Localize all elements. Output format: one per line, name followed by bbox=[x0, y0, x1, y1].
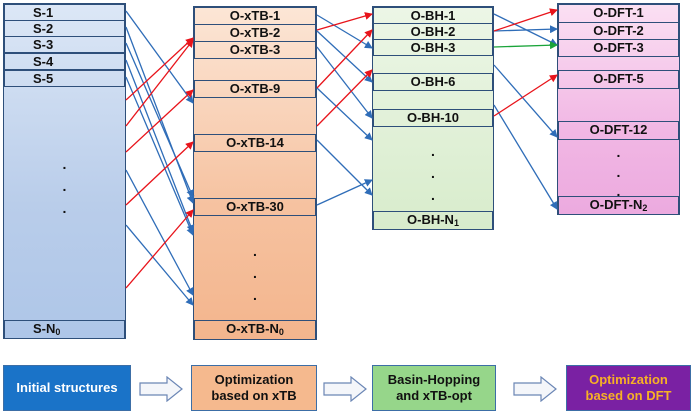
arrow-blue bbox=[316, 46, 373, 119]
structure-last: S-N0 bbox=[4, 320, 125, 339]
arrow-red bbox=[493, 74, 558, 117]
basin-hopping-column: O-BH-1 O-BH-2 O-BH-3 O-BH-6 O-BH-10 . . … bbox=[372, 6, 494, 230]
dft-3: O-DFT-3 bbox=[558, 39, 679, 57]
bh-6: O-BH-6 bbox=[373, 73, 493, 91]
ellipsis-dot: . bbox=[431, 165, 435, 181]
arrow-red bbox=[125, 37, 194, 101]
arrow-red bbox=[316, 69, 373, 127]
ellipsis-dot: . bbox=[253, 243, 257, 259]
step-xtb-line2: based on xTB bbox=[211, 388, 297, 403]
arrow-blue bbox=[125, 10, 194, 104]
arrow-blue bbox=[125, 224, 194, 306]
arrow-green bbox=[493, 41, 558, 50]
arrow-blue bbox=[125, 42, 194, 198]
step-dft-line1: Optimization bbox=[589, 372, 668, 387]
structure-s5: S-5 bbox=[4, 70, 125, 87]
xtb-9: O-xTB-9 bbox=[194, 80, 316, 98]
arrow-blue bbox=[493, 64, 558, 138]
initial-structures-column: S-1 S-2 S-3 S-4 S-5 . . . S-N0 bbox=[3, 3, 126, 339]
dft-last-subscript: 2 bbox=[642, 203, 648, 213]
arrow-blue bbox=[316, 30, 373, 83]
dft-12: O-DFT-12 bbox=[558, 121, 679, 140]
step-basin-hopping: Basin-Hopping and xTB-opt bbox=[372, 365, 496, 411]
xtb-14: O-xTB-14 bbox=[194, 134, 316, 152]
bh-last-subscript: 1 bbox=[453, 218, 459, 228]
step-dft-line2: based on DFT bbox=[585, 388, 672, 403]
arrow-red bbox=[125, 89, 194, 153]
flow-arrow-icon bbox=[139, 376, 183, 402]
ellipsis-dot: . bbox=[62, 178, 67, 194]
xtb-last-subscript: 0 bbox=[278, 327, 284, 337]
arrows-bh-to-dft bbox=[493, 8, 558, 210]
flow-arrow-icon bbox=[323, 376, 367, 402]
dft-5: O-DFT-5 bbox=[558, 70, 679, 89]
step-xtb-text: Optimization based on xTB bbox=[211, 372, 296, 404]
arrow-red bbox=[125, 209, 194, 289]
xtb-last: O-xTB-N0 bbox=[194, 320, 316, 340]
arrow-blue bbox=[493, 104, 558, 210]
dft-last: O-DFT-N2 bbox=[558, 196, 679, 215]
step-bh-text: Basin-Hopping and xTB-opt bbox=[388, 372, 480, 404]
arrow-blue bbox=[125, 59, 195, 233]
bh-3: O-BH-3 bbox=[373, 39, 493, 56]
bh-10: O-BH-10 bbox=[373, 109, 493, 127]
step-initial-structures-label: Initial structures bbox=[16, 380, 118, 395]
arrow-blue bbox=[316, 139, 373, 196]
arrow-red bbox=[316, 29, 373, 89]
step-xtb-line1: Optimization bbox=[214, 372, 294, 387]
arrows-xtb-to-bh bbox=[316, 12, 373, 206]
dft-last-label: O-DFT-N bbox=[589, 197, 643, 212]
arrow-blue bbox=[316, 87, 373, 141]
arrow-blue bbox=[316, 179, 373, 206]
structure-last-label: S-N bbox=[33, 321, 56, 336]
xtb-optimized-column: O-xTB-1 O-xTB-2 O-xTB-3 O-xTB-9 O-xTB-14… bbox=[193, 6, 317, 340]
ellipsis-dot: . bbox=[616, 183, 621, 199]
ellipsis-dot: . bbox=[616, 164, 621, 180]
ellipsis-dot: . bbox=[253, 287, 257, 303]
ellipsis-dot: . bbox=[616, 144, 621, 160]
structure-s3: S-3 bbox=[4, 36, 125, 53]
arrow-blue bbox=[125, 76, 194, 236]
step-bh-line2: and xTB-opt bbox=[396, 388, 472, 403]
arrow-blue bbox=[316, 14, 373, 49]
arrow-red bbox=[125, 141, 194, 206]
structure-last-subscript: 0 bbox=[55, 327, 61, 337]
step-dft-optimization: Optimization based on DFT bbox=[566, 365, 691, 411]
xtb-last-label: O-xTB-N bbox=[226, 321, 279, 336]
step-bh-line1: Basin-Hopping bbox=[387, 372, 481, 387]
arrow-red bbox=[493, 8, 558, 32]
arrow-blue bbox=[125, 169, 194, 296]
ellipsis-dot: . bbox=[62, 156, 67, 172]
bh-last-label: O-BH-N bbox=[407, 212, 454, 227]
step-initial-structures: Initial structures bbox=[3, 365, 131, 411]
arrows-s-to-xtb bbox=[125, 10, 195, 306]
ellipsis-dot: . bbox=[431, 143, 435, 159]
arrow-red bbox=[316, 12, 373, 31]
xtb-3: O-xTB-3 bbox=[194, 41, 316, 59]
structure-s4: S-4 bbox=[4, 53, 125, 70]
arrow-red bbox=[125, 39, 194, 127]
bh-last: O-BH-N1 bbox=[373, 211, 493, 230]
dft-optimized-column: O-DFT-1 O-DFT-2 O-DFT-3 O-DFT-5 O-DFT-12… bbox=[557, 3, 680, 215]
arrow-blue bbox=[493, 25, 558, 34]
arrow-blue bbox=[125, 26, 195, 204]
flow-arrow-icon bbox=[513, 376, 557, 402]
step-dft-text: Optimization based on DFT bbox=[586, 372, 672, 404]
xtb-30: O-xTB-30 bbox=[194, 198, 316, 216]
ellipsis-dot: . bbox=[431, 187, 435, 203]
step-xtb-optimization: Optimization based on xTB bbox=[191, 365, 317, 411]
ellipsis-dot: . bbox=[62, 200, 67, 216]
ellipsis-dot: . bbox=[253, 265, 257, 281]
